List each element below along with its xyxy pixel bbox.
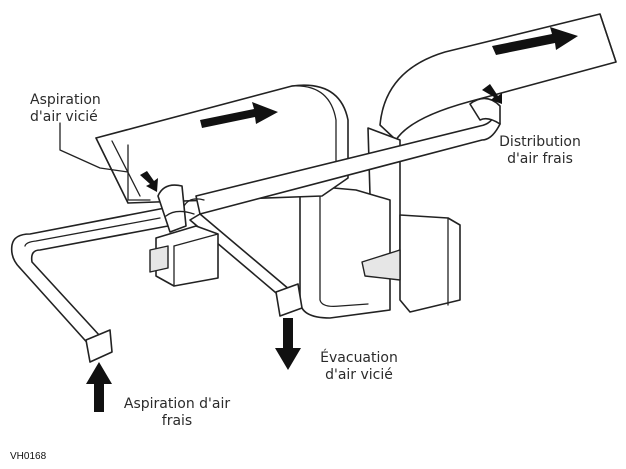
supply-pipe: [195, 97, 501, 215]
label-exhaust-intake: Aspiration d'air vicié: [30, 92, 101, 125]
central-unit: [149, 184, 219, 287]
flow-arrow-exhaust-out: [275, 318, 301, 370]
vertical-u-duct: [299, 184, 461, 319]
flow-arrow-exhaust-intake-small: [140, 171, 158, 192]
flow-arrow-supply-duct: [492, 27, 578, 55]
flow-arrow-exhaust-duct: [200, 102, 278, 128]
label-exhaust-out: Évacuation d'air vicié: [320, 350, 398, 383]
label-fresh-distribution: Distribution d'air frais: [499, 134, 581, 167]
fresh-intake-pipe: [10, 207, 169, 363]
label-fresh-intake: Aspiration d'air frais: [123, 396, 231, 429]
flow-arrow-supply-small: [482, 84, 502, 104]
figure-code: VH0168: [10, 451, 47, 462]
flow-arrow-fresh-intake: [86, 362, 112, 412]
label-leader-line: [59, 122, 129, 173]
